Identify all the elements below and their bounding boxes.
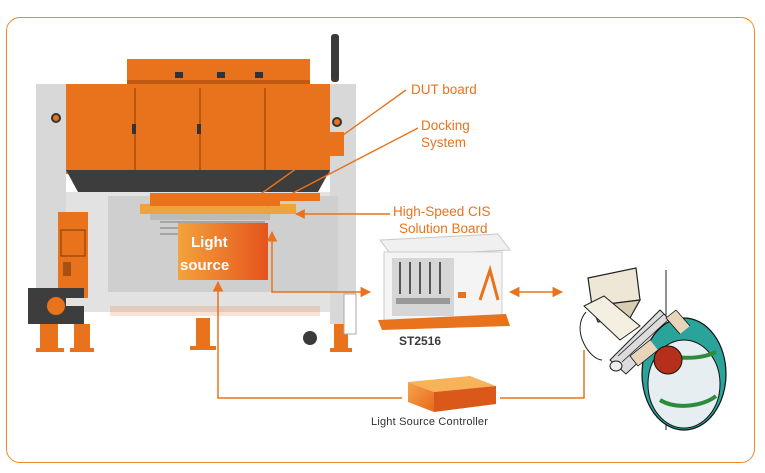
controller-to-light-link (212, 280, 402, 399)
dut-board-label: DUT board (411, 82, 477, 97)
cis-board-label-line2: Solution Board (399, 221, 488, 236)
test-handler-machine-icon (28, 34, 357, 352)
cis-to-tester-link (266, 230, 372, 298)
light-source-label-line2: source (180, 257, 230, 274)
docking-system-label-line1: Docking (421, 118, 470, 133)
operator-workstation-icon (579, 267, 727, 431)
light-controller-label: Light Source Controller (371, 416, 489, 428)
light-source-label-line1: Light (191, 234, 228, 251)
docking-callout (267, 127, 419, 207)
cis-board-label-line1: High-Speed CIS (393, 204, 491, 219)
light-source-controller-box-icon (408, 376, 496, 412)
tester-unit-icon (378, 233, 511, 330)
docking-system-label-line2: System (421, 135, 467, 150)
diagram-frame (6, 17, 755, 463)
pc-to-controller-link (500, 350, 585, 399)
dut-board-callout (257, 89, 407, 197)
tester-model-label: ST2516 (399, 334, 442, 348)
